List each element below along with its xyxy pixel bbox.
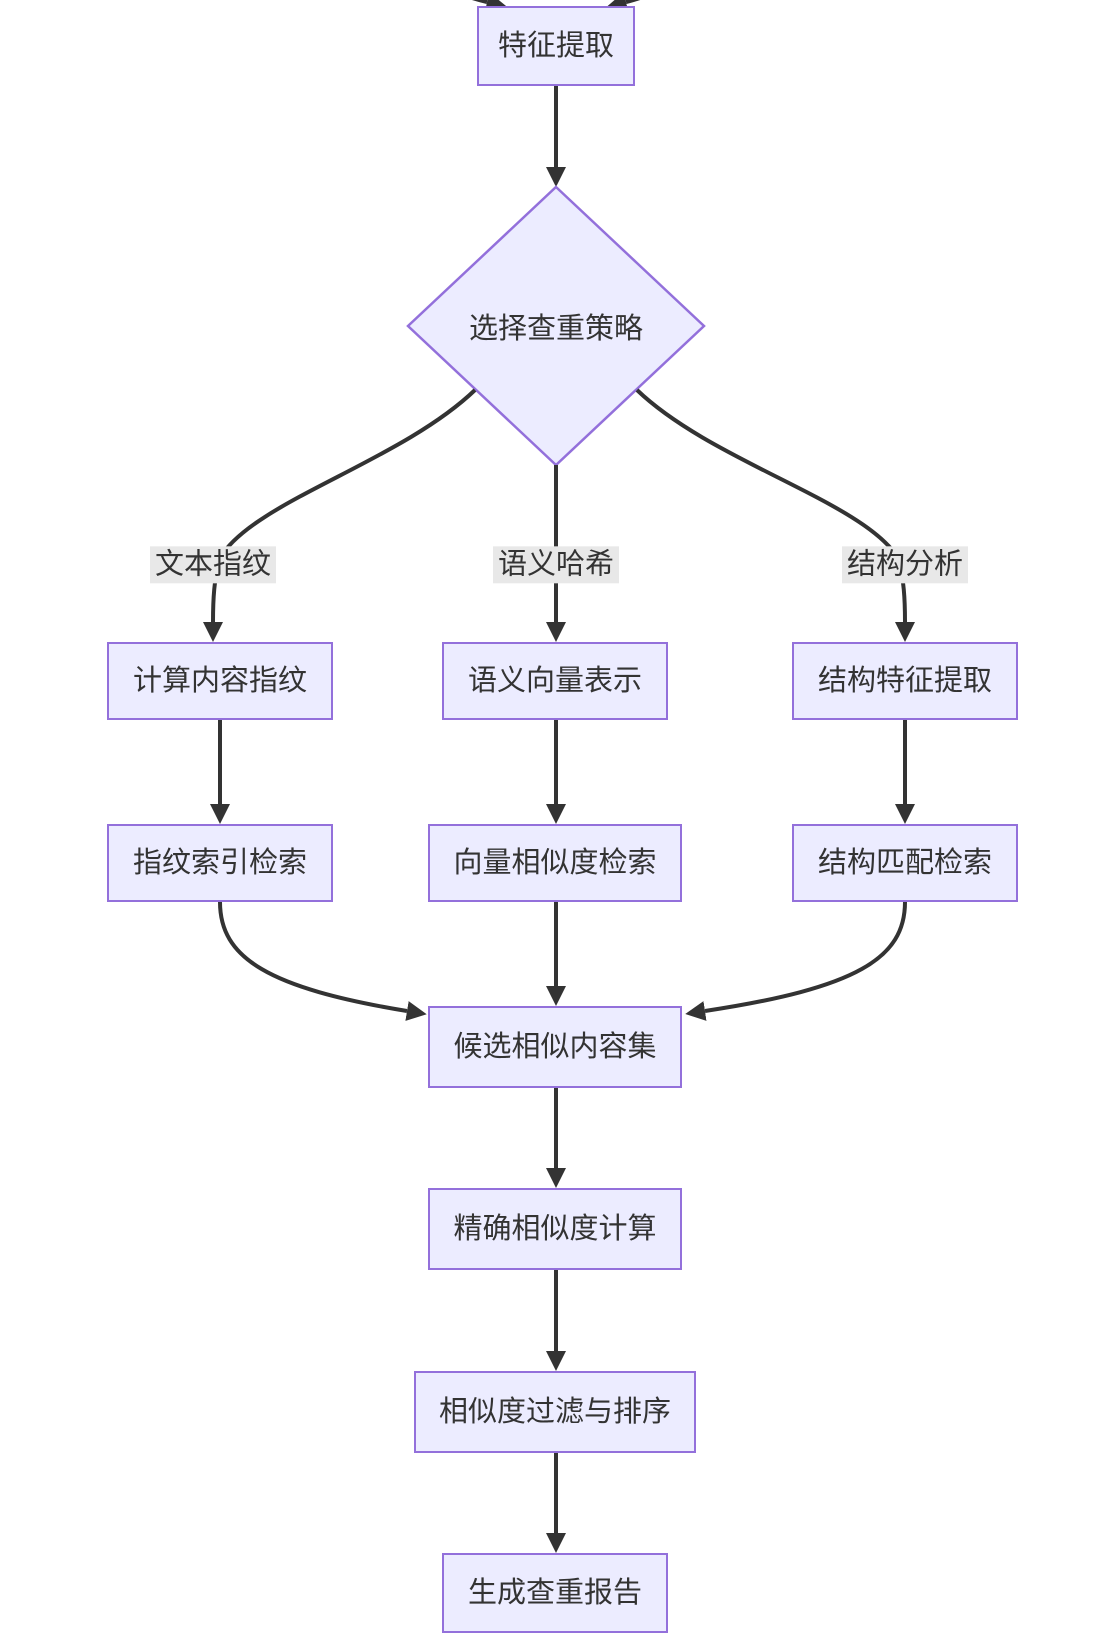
edge-label-structure-analysis: 结构分析	[841, 546, 969, 584]
node-fingerprint-index: 指纹索引检索	[107, 824, 333, 902]
edge-match-to-candidate	[685, 901, 907, 1021]
node-filter-sort: 相似度过滤与排序	[414, 1371, 696, 1453]
node-compute-fingerprint: 计算内容指纹	[107, 642, 333, 720]
node-feature-extraction: 特征提取	[477, 6, 635, 86]
node-choose-strategy-label: 选择查重策略	[468, 313, 644, 345]
node-vector-similarity: 向量相似度检索	[428, 824, 682, 902]
edge-label-semantic-hash: 语义哈希	[492, 546, 620, 584]
node-generate-report: 生成查重报告	[442, 1553, 668, 1633]
edge-into-feature-right-cut	[606, 0, 641, 12]
node-semantic-vector: 语义向量表示	[442, 642, 668, 720]
edge-strategy-to-structure-feature	[635, 388, 915, 642]
node-structure-match: 结构匹配检索	[792, 824, 1018, 902]
edge-into-feature-left-cut	[472, 0, 507, 12]
node-precise-calc: 精确相似度计算	[428, 1188, 682, 1270]
node-structure-feature: 结构特征提取	[792, 642, 1018, 720]
edge-label-text-fingerprint: 文本指纹	[149, 546, 277, 584]
edge-strategy-to-compute-fingerprint	[203, 388, 477, 642]
edge-index-to-candidate	[218, 901, 427, 1021]
node-candidate-set: 候选相似内容集	[428, 1006, 682, 1088]
